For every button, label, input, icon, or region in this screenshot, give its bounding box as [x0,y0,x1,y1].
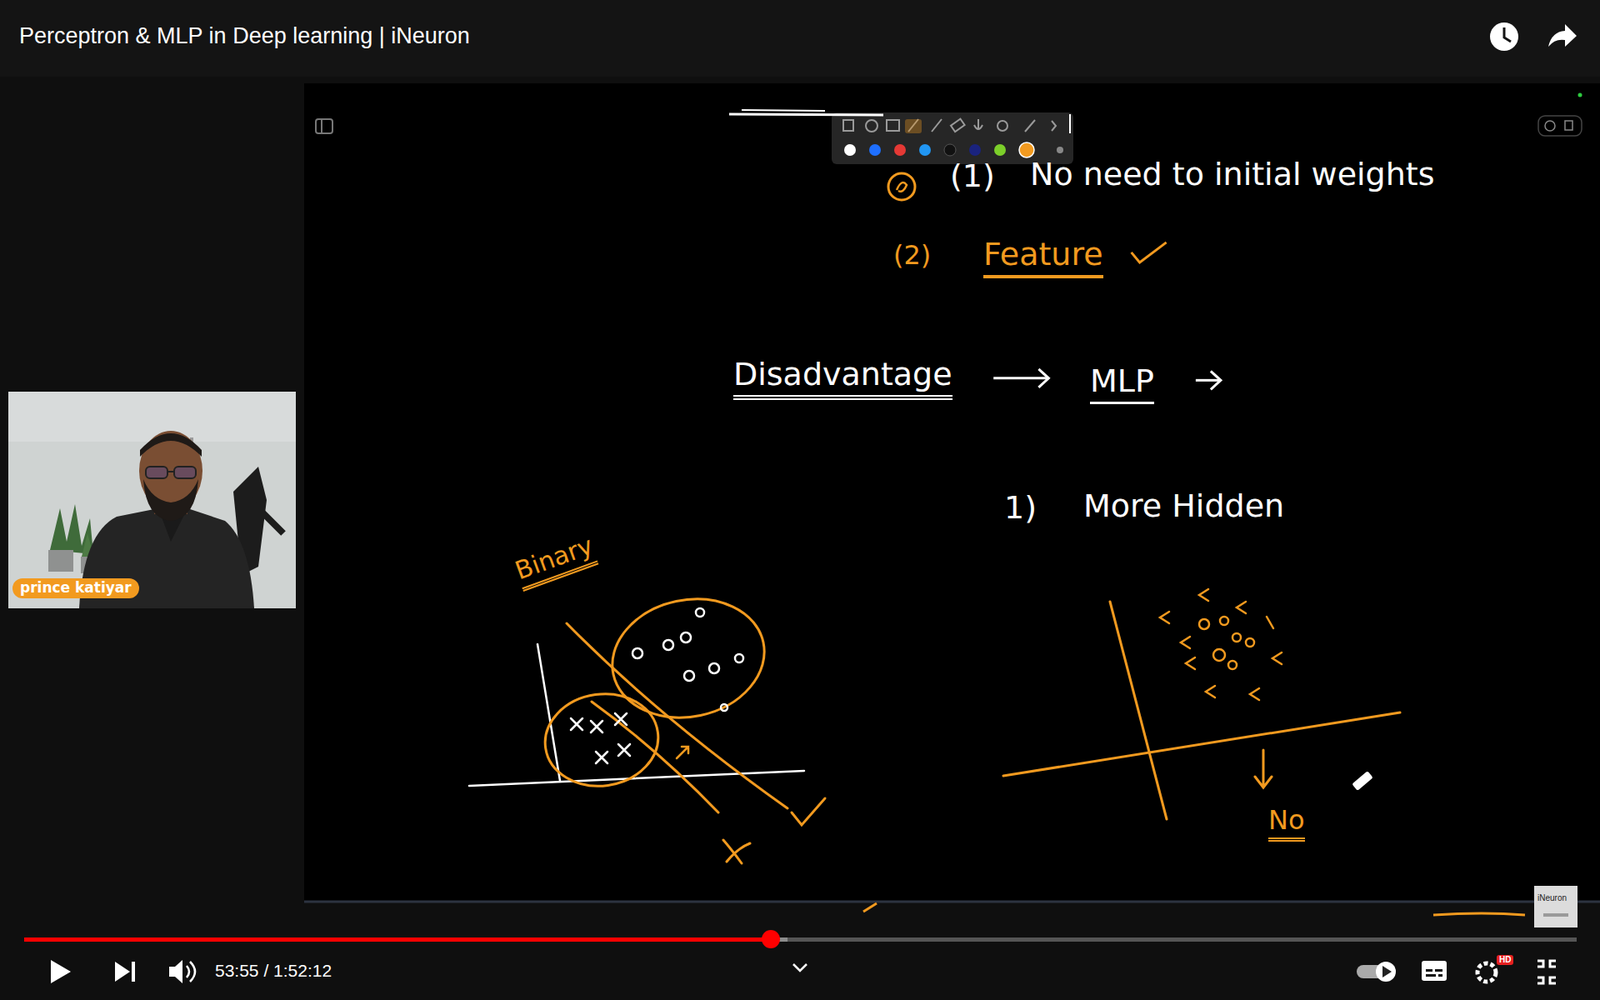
mixed-plot [1003,589,1400,820]
logo-badge [1534,885,1578,928]
hand-arrowhead [1210,370,1221,390]
item-number: 1) [1004,490,1037,527]
heading-note: Disadvantage [733,356,953,400]
item-number: (2) [893,240,931,271]
hand-arrowhead [1038,369,1049,388]
item-number: (1) [950,158,995,195]
progress-bar [24,930,1577,949]
player-controls [50,960,1556,984]
watch-later-icon [1490,22,1519,51]
share-icon [1548,24,1577,47]
heading-note: MLP [1090,363,1155,405]
advantage-note: No need to initial weights [1030,156,1435,194]
webcam-feed [8,391,296,609]
hand-arrow [993,376,1049,380]
binary-plot [469,585,825,864]
watermark: iNeuron [1537,893,1567,904]
pen-cursor [1345,770,1375,797]
zoom-icons [1538,115,1582,136]
plot-label: No [1268,805,1305,842]
circled-marker [888,173,915,200]
video-title: Perceptron & MLP in Deep learning | iNeu… [19,23,470,50]
quality-badge: HD [1496,955,1514,965]
whiteboard [304,83,1600,902]
presenter-name: prince katiyar [12,578,140,599]
advantage-note: Feature [983,236,1104,279]
point-note: More Hidden [1083,488,1285,525]
check-mark [1131,242,1167,263]
sidebar-icon [315,119,333,134]
hand-arrow [1195,379,1221,382]
time-display: 53:55 / 1:52:12 [215,960,332,981]
